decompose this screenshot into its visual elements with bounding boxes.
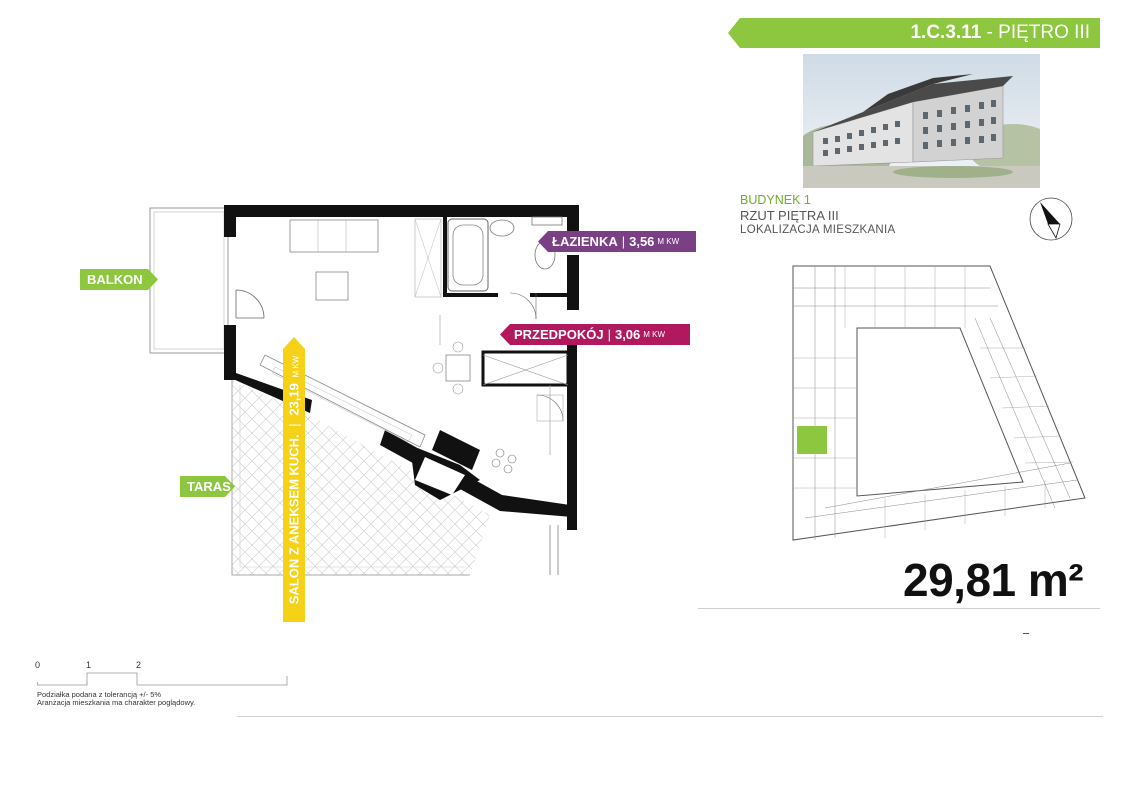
note-tolerance: Podziałka podana z tolerancją +/- 5% xyxy=(37,690,162,699)
footer-divider xyxy=(237,716,1103,717)
lazienka-unit: M KW xyxy=(657,237,680,246)
tag-balkon: BALKON xyxy=(80,269,158,290)
salon-name: SALON Z ANEKSEM KUCH. xyxy=(286,433,302,604)
building-name: BUDYNEK 1 xyxy=(740,193,811,207)
scale-note: Podziałka podana z tolerancją +/- 5% Ara… xyxy=(37,691,195,707)
apartment-area: 29,81 m² xyxy=(903,554,1084,606)
taras-label: TARAS xyxy=(187,479,231,494)
scale-tick-1: 1 xyxy=(86,660,92,670)
salon-sep: | xyxy=(286,422,302,427)
salon-text: SALON Z ANEKSEM KUCH. | 23,19 M KW xyxy=(287,355,302,604)
przedpokoj-sep: | xyxy=(607,327,611,342)
balkon-label: BALKON xyxy=(87,272,143,287)
unit-code: 1.C.3.11 xyxy=(910,22,982,43)
tag-lazienka: ŁAZIENKA | 3,56 M KW xyxy=(538,231,696,252)
salon-value: 23,19 xyxy=(286,382,302,416)
lazienka-sep: | xyxy=(621,234,626,249)
building-photo xyxy=(803,54,1040,188)
przedpokoj-value: 3,06 xyxy=(614,327,641,342)
north-arrow-icon xyxy=(1026,194,1076,244)
scale-tick-2: 2 xyxy=(136,660,142,670)
lazienka-value: 3,56 xyxy=(629,234,655,249)
floor-plan xyxy=(149,205,579,576)
location-label: LOKALIZACJA MIESZKANIA xyxy=(740,224,896,236)
tag-taras: TARAS xyxy=(180,476,235,497)
divider xyxy=(698,608,1100,609)
note-arrangement: Aranżacja mieszkania ma charakter pogląd… xyxy=(37,698,196,707)
salon-unit: M KW xyxy=(291,355,301,377)
building-site-plan xyxy=(785,258,1123,553)
przedpokoj-unit: M KW xyxy=(643,330,666,339)
unit-floor: - PIĘTRO III xyxy=(981,22,1090,43)
tag-przedpokoj: PRZEDPOKÓJ | 3,06 M KW xyxy=(500,324,690,345)
przedpokoj-name: PRZEDPOKÓJ xyxy=(514,327,604,342)
building-info: BUDYNEK 1 RZUT PIĘTRA III LOKALIZACJA MI… xyxy=(740,193,896,238)
unit-banner: 1.C.3.11 - PIĘTRO III xyxy=(728,18,1100,48)
small-mark xyxy=(1023,633,1029,634)
scale-tick-0: 0 xyxy=(35,660,41,670)
lazienka-name: ŁAZIENKA xyxy=(552,234,618,249)
scale-bar xyxy=(37,672,288,686)
floor-plan-label: RZUT PIĘTRA III xyxy=(740,208,839,223)
tag-salon: SALON Z ANEKSEM KUCH. | 23,19 M KW xyxy=(283,337,305,622)
